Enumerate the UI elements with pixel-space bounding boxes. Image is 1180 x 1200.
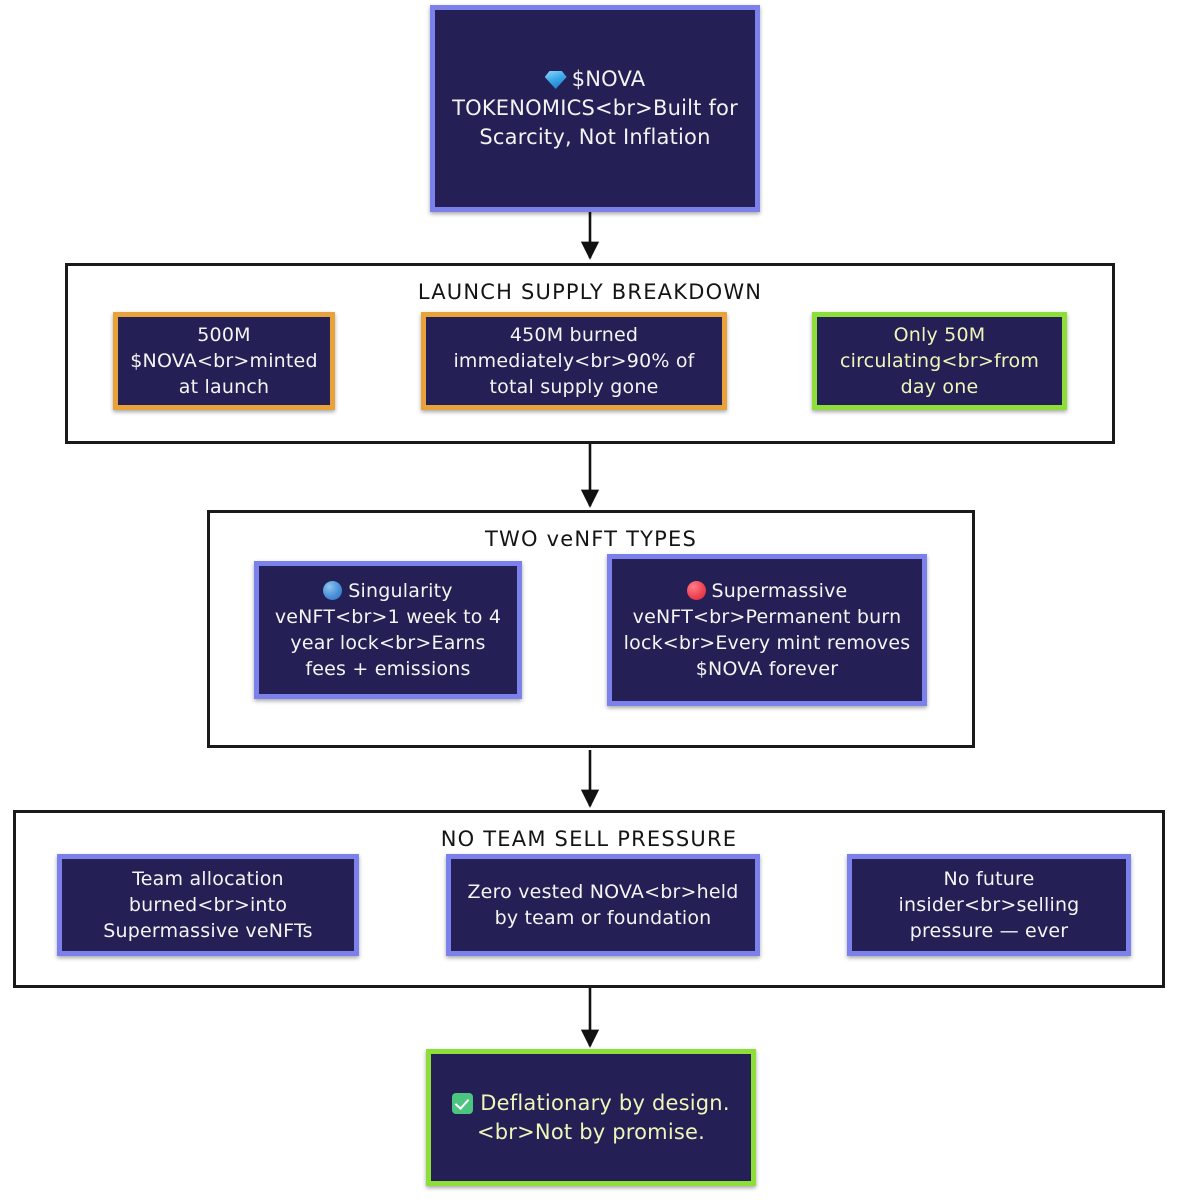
node-singularity-venft[interactable]: Singularity veNFT<br>1 week to 4 year lo…: [254, 561, 522, 699]
node-minted-at-launch[interactable]: 500M $NOVA<br>minted at launch: [113, 312, 335, 410]
node-deflationary-by-design[interactable]: Deflationary by design.<br>Not by promis…: [426, 1049, 756, 1186]
node-text: No future insider<br>selling pressure — …: [898, 867, 1080, 943]
section-title: LAUNCH SUPPLY BREAKDOWN: [417, 280, 763, 304]
section-title: NO TEAM SELL PRESSURE: [440, 827, 738, 851]
node-zero-vested-nova[interactable]: Zero vested NOVA<br>held by team or foun…: [446, 854, 760, 956]
node-team-allocation-burned[interactable]: Team allocation burned<br>into Supermass…: [57, 854, 359, 956]
node-supermassive-venft[interactable]: Supermassive veNFT<br>Permanent burn loc…: [607, 554, 927, 706]
red-circle-icon: [686, 580, 706, 600]
node-text: Team allocation burned<br>into Supermass…: [103, 867, 313, 943]
node-label: Supermassive veNFT<br>Permanent burn loc…: [622, 578, 912, 683]
gem-icon: [544, 71, 567, 90]
node-burned-immediately[interactable]: 450M burned immediately<br>90% of total …: [421, 312, 727, 410]
node-text: 450M burned immediately<br>90% of total …: [453, 323, 695, 399]
node-nova-tokenomics[interactable]: $NOVA TOKENOMICS<br>Built for Scarcity, …: [430, 5, 760, 212]
check-box-icon: [452, 1092, 474, 1114]
node-text: Only 50M circulating<br>from day one: [839, 323, 1040, 399]
node-text: $NOVA TOKENOMICS<br>Built for Scarcity, …: [452, 67, 738, 149]
node-label: Deflationary by design.<br>Not by promis…: [441, 1089, 741, 1147]
node-no-insider-selling[interactable]: No future insider<br>selling pressure — …: [847, 854, 1131, 956]
blue-circle-icon: [323, 580, 343, 600]
node-text: Zero vested NOVA<br>held by team or foun…: [467, 880, 739, 929]
node-text: 500M $NOVA<br>minted at launch: [130, 323, 318, 399]
section-title: TWO veNFT TYPES: [485, 527, 697, 551]
node-text: Singularity veNFT<br>1 week to 4 year lo…: [274, 579, 502, 681]
node-text: Supermassive veNFT<br>Permanent burn loc…: [623, 579, 911, 681]
node-label: $NOVA TOKENOMICS<br>Built for Scarcity, …: [445, 65, 745, 152]
node-circulating-day-one[interactable]: Only 50M circulating<br>from day one: [812, 312, 1067, 410]
node-text: Deflationary by design.<br>Not by promis…: [476, 1090, 730, 1144]
node-label: Singularity veNFT<br>1 week to 4 year lo…: [269, 578, 507, 683]
